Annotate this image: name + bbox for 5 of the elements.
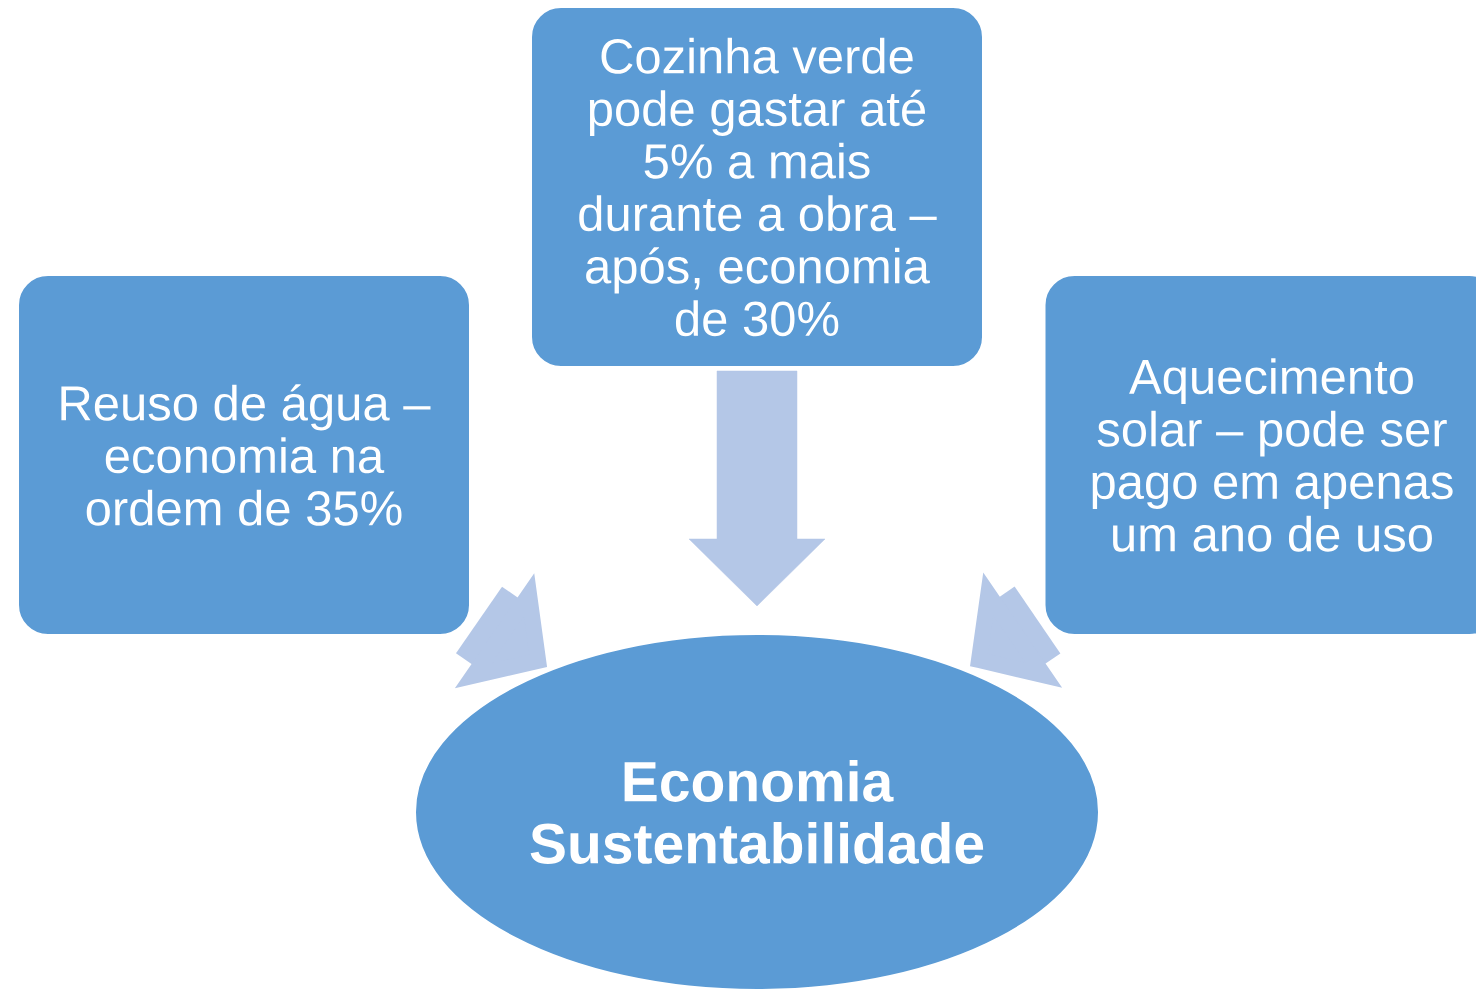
text-box: Aquecimento solar – pode ser pago em apenas um ano de uso [1043, 274, 1476, 636]
text-box: Cozinha verde pode gastar até 5% a mais durante a obra – após, economia de 30% [530, 6, 984, 368]
text-box: Reuso de água – economia na ordem de 35% [17, 274, 471, 636]
block-arrow [688, 370, 826, 607]
ellipse-node: Economia Sustentabilidade [414, 633, 1100, 990]
